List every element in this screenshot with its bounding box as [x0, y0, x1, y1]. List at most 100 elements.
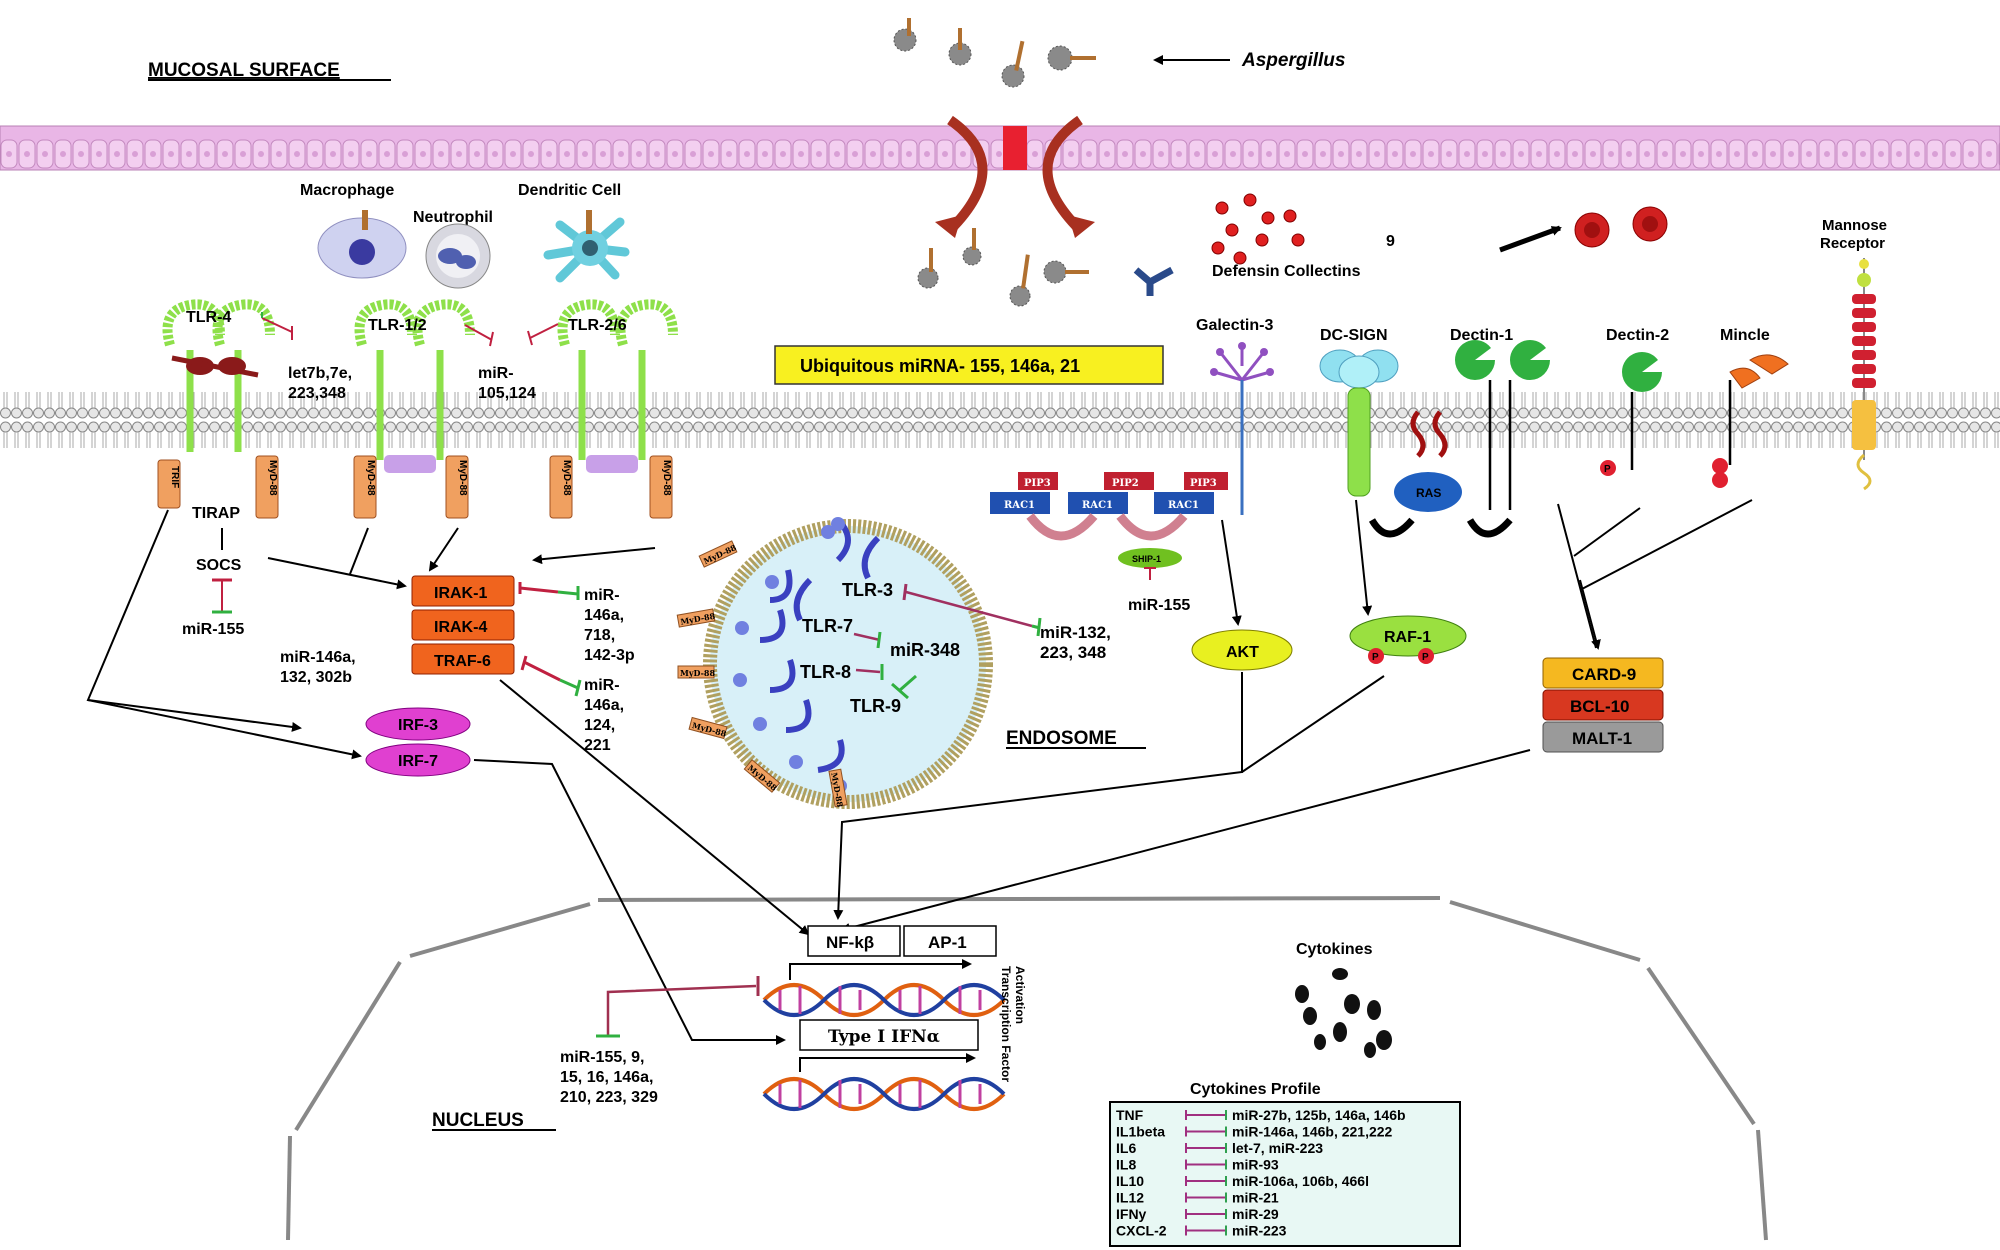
mir155-pi3k-label: miR-155: [1128, 597, 1190, 614]
raf1-node: [1349, 615, 1467, 657]
card9-box: [1542, 657, 1664, 689]
irak-mirna-label: miR- 146a, 718, 142-3p: [584, 587, 635, 664]
myd88-label-2: MyD-88: [365, 460, 376, 496]
malt1-label: MALT-1: [1572, 729, 1632, 748]
plasma-membrane: [0, 392, 2000, 452]
endosome-myd88-tags: MyD-88 MyD-88 MyD-88 MyD-88 MyD-88 MyD-8…: [676, 540, 848, 808]
profile-cytokine: IL1beta: [1116, 1124, 1165, 1140]
rac1-label-3: RAC1: [1168, 500, 1199, 511]
nucleus-envelope: [286, 896, 1768, 1241]
irf3-node: [365, 707, 471, 741]
profile-cytokine: CXCL-2: [1116, 1223, 1167, 1239]
dc-sign-receptor: [1319, 349, 1399, 497]
tlr4-receptor: [162, 299, 275, 452]
dna-helix-1: [762, 983, 1006, 1017]
pip3-label-1: PIP3: [1024, 478, 1051, 489]
irf7-label: IRF-7: [398, 753, 438, 770]
trif-label: TRIF: [169, 466, 180, 488]
tlr3-label: TLR-3: [842, 580, 893, 600]
profile-cytokine: IL6: [1116, 1140, 1136, 1156]
profile-cytokine: IL10: [1116, 1173, 1144, 1189]
let7-line2: 223,348: [288, 385, 346, 402]
mir348-label: miR-348: [890, 640, 960, 660]
cytokines-profile-box: [1109, 1101, 1461, 1247]
dc-sign-label: DC-SIGN: [1320, 327, 1388, 344]
traf-mir-line2: 146a,: [584, 697, 624, 714]
neutrophil-label: Neutrophil: [413, 209, 493, 226]
myd88-adaptor-2: MyD-88: [353, 455, 377, 519]
irak-inhibition: [518, 582, 580, 600]
profile-mirna: miR-27b, 125b, 146a, 146b: [1232, 1107, 1406, 1123]
endo-myd88-3: MyD-88: [680, 668, 715, 678]
traf-mir-line3: 124,: [584, 717, 615, 734]
defensin-collectins-label: Defensin Collectins: [1212, 263, 1361, 280]
type1-ifn-label: Type I IFNα: [828, 1027, 940, 1047]
tlr9-label: TLR-9: [850, 696, 901, 716]
profile-mirna: miR-21: [1232, 1190, 1279, 1206]
socs-label: SOCS: [196, 557, 242, 574]
mir105-line2: 105,124: [478, 385, 536, 402]
epithelium-layer: [0, 125, 2000, 171]
pip2-label: PIP2: [1112, 478, 1139, 489]
svg-text:P: P: [1604, 464, 1611, 475]
ap1-box: [903, 925, 997, 957]
bcl10-label: BCL-10: [1570, 697, 1630, 716]
macrophage-label: Macrophage: [300, 182, 394, 199]
epithelial-breach: [935, 115, 1095, 238]
endosome-inhibitions: [853, 583, 1042, 700]
irak-mir-line1: miR-: [584, 587, 620, 604]
endosome-right-mirna: miR-132, 223, 348: [1040, 623, 1116, 662]
aspergillus-spores-invading: [917, 228, 1089, 307]
myd88-adaptor-4: MyD-88: [549, 455, 573, 519]
cytokines-profile-title: Cytokines Profile: [1190, 1081, 1321, 1098]
nfkb-label: NF-kβ: [826, 933, 874, 952]
tlr12-receptor: [354, 299, 475, 473]
raf1-p-1: P: [1372, 652, 1379, 663]
left-mir-line2: 132, 302b: [280, 669, 352, 686]
mucosal-surface-title: MUCOSAL SURFACE: [148, 60, 340, 81]
ras-complex: RAS: [1368, 410, 1513, 538]
nuc-mir-line2: 15, 16, 146a,: [560, 1069, 653, 1086]
myd88-adaptor-3: MyD-88: [445, 455, 469, 519]
nuc-mir-line3: 210, 223, 329: [560, 1089, 658, 1106]
profile-cytokine: TNF: [1116, 1107, 1144, 1123]
irak4-label: IRAK-4: [434, 619, 487, 636]
ship1-label: SHIP-1: [1132, 554, 1161, 564]
mincle-receptor: [1712, 354, 1789, 488]
bcl10-box: [1542, 689, 1664, 721]
tf-line2: Activation: [1013, 966, 1027, 1024]
dectin2-receptor: P: [1600, 351, 1662, 476]
irak1-box: [411, 575, 515, 607]
myd88-label-4: MyD-88: [561, 460, 572, 496]
pip3-label-2: PIP3: [1190, 478, 1217, 489]
profile-mirna: miR-223: [1232, 1223, 1287, 1239]
mir105-label: miR- 105,124: [478, 365, 536, 402]
tf-line1: Transcription Factor: [999, 966, 1013, 1082]
dna-helix-2: [762, 1077, 1006, 1111]
mir105-line1: miR-: [478, 365, 514, 382]
left-mir-line1: miR-146a,: [280, 649, 356, 666]
tlr7-label: TLR-7: [802, 616, 853, 636]
irf3-label: IRF-3: [398, 717, 438, 734]
ras-label: RAS: [1416, 486, 1441, 500]
dendritic-cell-icon: [543, 210, 630, 283]
neutrophil-icon: [425, 223, 491, 289]
akt-label: AKT: [1226, 644, 1259, 661]
pip-rac-cluster: PIP3 RAC1 PIP2 RAC1 PIP3 RAC1 SHIP-1: [990, 472, 1228, 580]
macrophage-icon: [317, 210, 407, 279]
left-mirna-label: miR-146a, 132, 302b: [280, 649, 360, 686]
malt1-box: [1542, 721, 1664, 753]
ap1-label: AP-1: [928, 933, 967, 952]
defensin-particles: [1211, 193, 1305, 265]
irf7-node: [365, 743, 471, 777]
mannose-receptor: [1852, 258, 1876, 491]
tlr4-label: TLR-4: [186, 309, 231, 326]
irak1-label: IRAK-1: [434, 585, 487, 602]
profile-mirna: miR-29: [1232, 1206, 1279, 1222]
antibody-icon: [1133, 266, 1174, 296]
mir155-socs-label: miR-155: [182, 621, 244, 638]
aspergillus-spores: [893, 18, 1096, 88]
endo-mir-line1: miR-132,: [1040, 623, 1111, 642]
raf1-label: RAF-1: [1384, 629, 1431, 646]
